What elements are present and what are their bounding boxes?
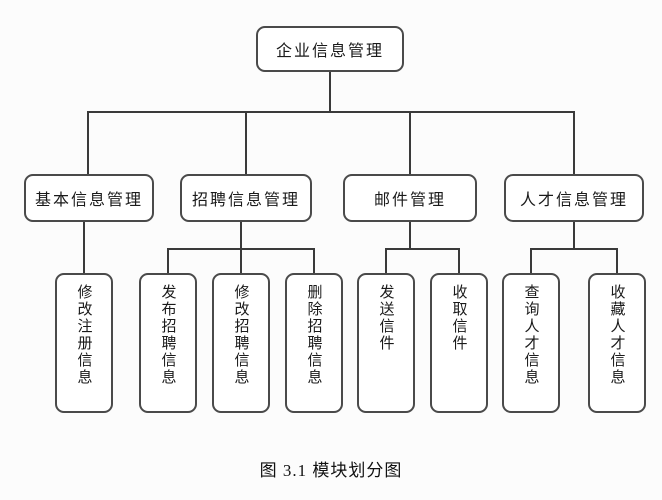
connector-line <box>409 111 411 174</box>
node-modify-recruitment-info: 修改招聘信息 <box>212 273 270 413</box>
node-label: 邮件管理 <box>373 192 446 209</box>
node-talent-info-management: 人才信息管理 <box>504 174 644 222</box>
node-label: 收取信件 <box>450 284 468 352</box>
connector-line <box>329 72 331 111</box>
connector-line <box>616 248 618 273</box>
connector-line <box>83 222 85 273</box>
connector-line <box>167 248 169 273</box>
node-label: 查询人才信息 <box>522 284 540 386</box>
node-receive-mail: 收取信件 <box>430 273 488 413</box>
connector-line <box>88 111 575 113</box>
node-label: 基本信息管理 <box>34 192 143 209</box>
node-query-talent-info: 查询人才信息 <box>502 273 560 413</box>
node-mail-management: 邮件管理 <box>343 174 477 222</box>
node-label: 发送信件 <box>377 284 395 352</box>
connector-line <box>530 248 532 273</box>
node-delete-recruitment-info: 删除招聘信息 <box>285 273 343 413</box>
node-label: 发布招聘信息 <box>159 284 177 386</box>
node-label: 删除招聘信息 <box>305 284 323 386</box>
connector-line <box>573 111 575 174</box>
connector-line <box>385 248 387 273</box>
connector-line <box>240 222 242 273</box>
node-publish-recruitment-info: 发布招聘信息 <box>139 273 197 413</box>
node-modify-registration-info: 修改注册信息 <box>55 273 113 413</box>
node-label: 招聘信息管理 <box>191 192 300 209</box>
connector-line <box>573 222 575 249</box>
node-label: 修改招聘信息 <box>232 284 250 386</box>
node-enterprise-info-management: 企业信息管理 <box>256 26 404 72</box>
node-label: 收藏人才信息 <box>608 284 626 386</box>
node-label: 人才信息管理 <box>519 192 628 209</box>
node-label: 修改注册信息 <box>75 284 93 386</box>
node-label: 企业信息管理 <box>275 43 384 60</box>
connector-line <box>458 248 460 273</box>
connector-line <box>530 248 618 250</box>
connector-line <box>313 248 315 273</box>
node-favorite-talent-info: 收藏人才信息 <box>588 273 646 413</box>
node-send-mail: 发送信件 <box>357 273 415 413</box>
connector-line <box>245 111 247 174</box>
connector-line <box>87 111 89 174</box>
node-basic-info-management: 基本信息管理 <box>24 174 154 222</box>
node-recruitment-info-management: 招聘信息管理 <box>180 174 312 222</box>
figure-caption: 图 3.1 模块划分图 <box>259 461 403 480</box>
connector-line <box>409 222 411 249</box>
connector-line <box>385 248 460 250</box>
connector-line <box>167 248 315 250</box>
